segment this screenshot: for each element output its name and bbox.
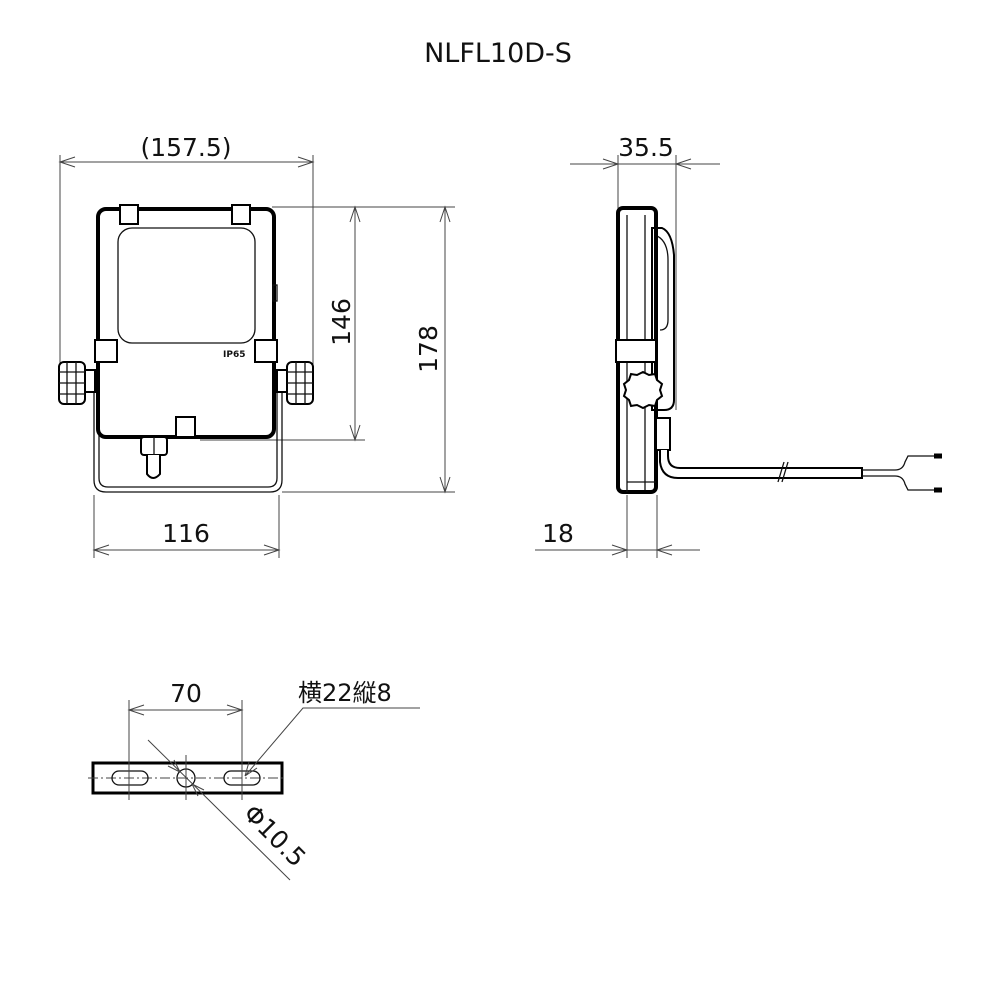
width-dimension xyxy=(58,155,315,398)
front-view: (157.5) 146 178 116 IP65 xyxy=(58,133,455,558)
depth-label: 35.5 xyxy=(618,133,674,162)
depth-dimension xyxy=(570,155,720,410)
body-depth-label: 18 xyxy=(542,519,574,548)
ip-mark: IP65 xyxy=(223,350,245,360)
bracket-view: 70 横22縦8 Φ10.5 xyxy=(88,679,420,881)
power-cable xyxy=(659,450,863,479)
slot-size-label: 横22縦8 xyxy=(298,679,392,707)
light-body xyxy=(96,207,276,439)
left-knob xyxy=(58,361,96,405)
total-height-label: 178 xyxy=(414,325,443,373)
drawing-title: NLFL10D-S xyxy=(424,38,572,69)
bracket-width-label: 116 xyxy=(162,519,210,548)
side-view: 35.5 18 xyxy=(535,133,942,558)
width-label: (157.5) xyxy=(140,133,231,162)
body-height-label: 146 xyxy=(327,298,356,346)
side-knob xyxy=(622,370,664,410)
right-knob xyxy=(276,361,314,405)
body-depth-dimension xyxy=(535,495,700,558)
hole-diameter-label: Φ10.5 xyxy=(238,799,312,873)
total-height-dimension xyxy=(275,205,455,494)
bracket-width-dimension xyxy=(92,495,281,558)
lens xyxy=(117,227,256,344)
slot-left xyxy=(111,770,149,786)
hole-pitch-label: 70 xyxy=(170,679,202,708)
